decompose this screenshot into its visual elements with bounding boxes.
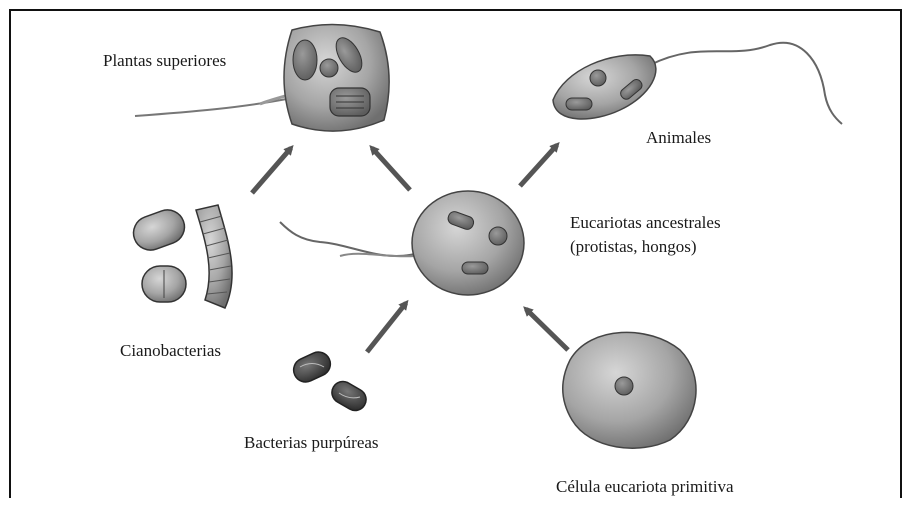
plant-organelle xyxy=(293,40,317,80)
plant-nucleus xyxy=(320,59,338,77)
eukaryote-flagellum xyxy=(280,222,415,256)
label-cianobacterias: Cianobacterias xyxy=(120,340,221,362)
primitive-eukaryote-cell xyxy=(563,332,696,448)
primitive-nucleus xyxy=(615,377,633,395)
eukaryote-nucleus xyxy=(489,227,507,245)
plant-cell xyxy=(135,24,389,131)
arrow-primitive-to-eukaryote xyxy=(526,309,568,350)
label-animales: Animales xyxy=(646,127,711,149)
arrow-eukaryote-to-plants xyxy=(372,148,410,190)
ancestral-eukaryote-cell xyxy=(280,191,524,295)
label-plantas-superiores: Plantas superiores xyxy=(103,50,226,72)
arrow-cyanobacteria-to-plants xyxy=(252,148,291,193)
label-eucariotas-line2: (protistas, hongos) xyxy=(570,236,697,258)
animal-nucleus xyxy=(590,70,606,86)
purple-bacteria-group xyxy=(290,348,370,414)
cyanobacteria-group xyxy=(129,205,232,308)
animal-flagellum xyxy=(650,43,842,124)
arrow-eukaryote-to-animals xyxy=(520,145,557,186)
label-celula-eucariota-primitiva: Célula eucariota primitiva xyxy=(556,476,734,498)
label-eucariotas-line1: Eucariotas ancestrales xyxy=(570,212,721,234)
arrow-purple-bacteria-to-eukaryote xyxy=(367,303,406,352)
animal-cell xyxy=(553,43,842,124)
label-bacterias-purpureas: Bacterias purpúreas xyxy=(244,432,379,454)
